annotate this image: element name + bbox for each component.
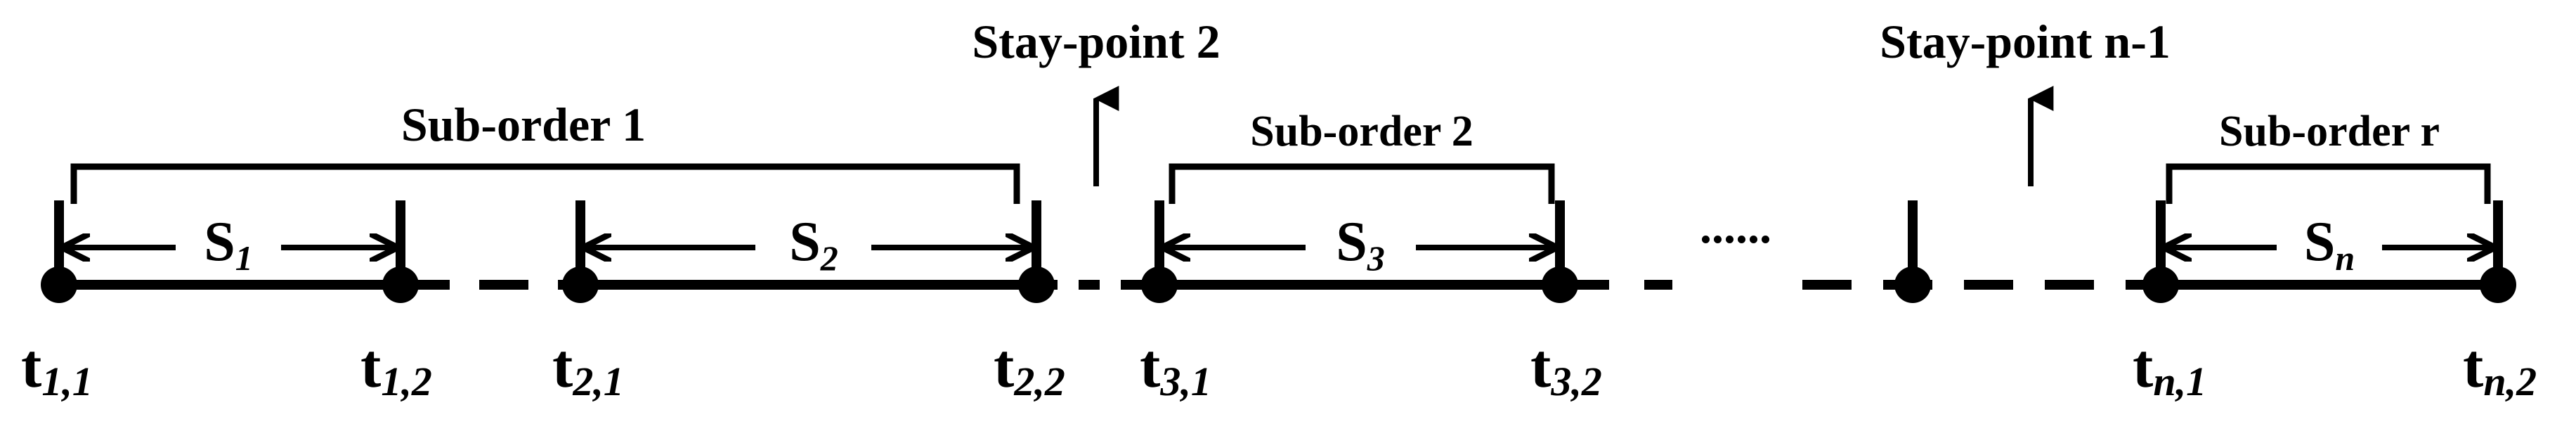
sub-order-1-bracket bbox=[70, 163, 1020, 204]
time-label-t32: t3,2 bbox=[1530, 333, 1602, 404]
segment-s3-label: S3 bbox=[1336, 211, 1385, 278]
dot-t31 bbox=[1141, 266, 1178, 303]
dot-tn1 bbox=[2142, 266, 2179, 303]
sub-order-2-bracket bbox=[1169, 163, 1555, 204]
dot-tn2 bbox=[2480, 266, 2516, 303]
dot-t32 bbox=[1542, 266, 1578, 303]
sub-order-1-label: Sub-order 1 bbox=[401, 98, 646, 151]
segment-s1-label: S1 bbox=[204, 211, 253, 278]
segment-sn-label: Sn bbox=[2304, 211, 2355, 278]
dot-stay-point-n-1 bbox=[1894, 266, 1931, 303]
stay-point-n-1-label: Stay-point n-1 bbox=[1880, 15, 2171, 68]
timeline-ticks bbox=[54, 200, 2503, 285]
segment-s2-label: S2 bbox=[789, 211, 838, 278]
dot-t12 bbox=[382, 266, 419, 303]
time-label-t12: t1,2 bbox=[360, 333, 432, 404]
time-label-t31: t3,1 bbox=[1140, 333, 1211, 404]
dot-t11 bbox=[41, 266, 77, 303]
time-label-tn2: tn,2 bbox=[2463, 333, 2537, 404]
stay-point-2-label: Stay-point 2 bbox=[972, 15, 1220, 68]
dot-t22 bbox=[1018, 266, 1055, 303]
time-label-t11: t1,1 bbox=[21, 333, 93, 404]
time-point-dots bbox=[41, 266, 2516, 303]
sub-order-brackets bbox=[70, 163, 2491, 204]
sub-order-2-label: Sub-order 2 bbox=[1250, 108, 1474, 155]
sub-order-r-label: Sub-order r bbox=[2219, 108, 2440, 155]
sub-order-r-bracket bbox=[2166, 163, 2491, 204]
time-label-t21: t2,1 bbox=[552, 333, 624, 404]
ellipsis: ...... bbox=[1700, 200, 1771, 253]
dot-t21 bbox=[562, 266, 599, 303]
time-label-t22: t2,2 bbox=[994, 333, 1065, 404]
stay-point-arrows bbox=[1093, 86, 2054, 186]
time-label-tn1: tn,1 bbox=[2133, 333, 2206, 404]
